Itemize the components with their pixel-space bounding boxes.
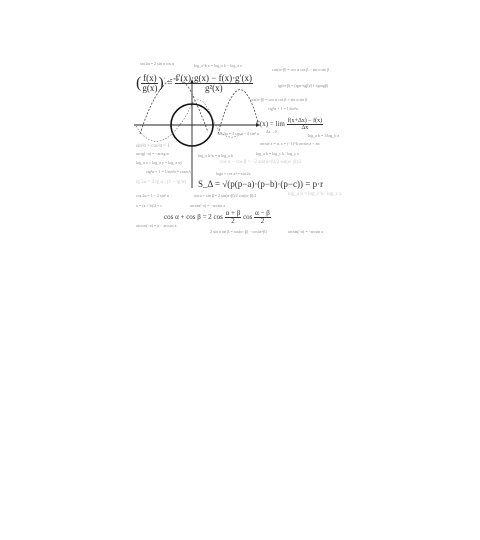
- cos-sum-num-a: α + β: [224, 209, 242, 218]
- formula-heron: S_Δ = √(p(p−a)·(p−b)·(p−c)) = p·r: [198, 179, 324, 189]
- formula-x-sum: x = (a + b)/2 + c: [136, 203, 163, 208]
- formula-ctg-cosec: ctg²α + 1 = 1/sin²α = cosec²α: [146, 169, 193, 174]
- unit-circle: [170, 103, 214, 147]
- formula-arctg-odd: arctg(−α) = −arctg α: [136, 151, 169, 156]
- cos-sum-den-b: 2: [260, 217, 265, 225]
- formula-log-top: log_a^b x = log_a b − log_a x: [194, 63, 243, 68]
- formula-arcsin-odd-bottom: arcsin(−a) = −arcsin a: [288, 229, 324, 234]
- cos-curve: [135, 99, 243, 142]
- formula-log-power: log_a b^n = n log_a b: [198, 153, 233, 158]
- formula-product-sin: 2 sin α sin β = cos(α−β) − cos(α+β): [210, 229, 267, 234]
- x-axis-arrow: [256, 123, 260, 127]
- formula-ctg-identity: ctg²α + 1 = 1/sin²α: [268, 106, 298, 111]
- quotient-equals: =: [167, 77, 173, 88]
- formula-log-fraction: log_a b = log_c b / log_c a: [256, 151, 299, 156]
- quotient-rhs-num: f′(x)·g(x) − f(x)·g′(x): [174, 73, 254, 84]
- sine-curve-right: [217, 89, 259, 135]
- formula-cos-double: cos 2α = 1 − 2 sin² α: [136, 193, 169, 198]
- formula-double-angle: sin 2α = 2 sin α cos α: [140, 61, 175, 66]
- cos-sum-num-b: α − β: [254, 209, 271, 218]
- y-axis-arrow: [190, 79, 194, 84]
- derivative-den: Δx: [301, 125, 309, 131]
- quotient-rhs-den: g²(x): [204, 83, 223, 93]
- quotient-lhs-den: g(x): [142, 83, 158, 93]
- formula-log-sum: log_a x + log_a y = log_a xy: [136, 160, 183, 165]
- derivative-num: f(x+Δx) − f(x): [286, 118, 324, 125]
- formula-pythagorean: sin²α + cos²α = 1: [136, 144, 170, 149]
- cos-sum-den-a: 2: [231, 217, 235, 225]
- formula-arcsin-general: arcsin x = α, x = (−1)^k arcsin a + πn: [260, 141, 320, 146]
- formula-log-fraction-faint: log_a b = log_c b / log_c a: [288, 192, 342, 197]
- formula-log-change: log_a b = 1/log_b a: [308, 133, 340, 138]
- formula-quotient-rule: (f(x)g(x))′ = f′(x)·g(x) − f(x)·g′(x)g²(…: [136, 73, 254, 93]
- formula-tan-sum: tg(α+β) = (tgα+tgβ)/(1−tgαtgβ): [278, 83, 329, 88]
- cos-sum-lhs: cos α + cos β = 2 cos: [164, 213, 223, 222]
- derivative-limit-sub: Δx→0: [266, 129, 277, 134]
- formula-arccos-odd: arccos(−a) = π − arccos a: [136, 223, 177, 228]
- function-graph: [134, 78, 260, 188]
- derivative-lhs: f′(x) = lim: [256, 120, 285, 129]
- formula-derivative: f′(x) = lim f(x+Δx) − f(x)Δx: [256, 118, 324, 131]
- formula-cos-half-diff: cos α − cos β = −2 sin(α+β)/2 sin(α−β)/2: [220, 160, 302, 165]
- formula-tg-double-faint: tg 2α = 2 tg α / (1 − tg²α): [136, 180, 187, 185]
- formula-arcsin-odd: arcsin(−a) = −arcsin a: [190, 203, 226, 208]
- formula-poster: sin 2α = 2 sin α cos α log_a^b x = log_a…: [132, 60, 344, 240]
- formula-log-misc: loga + cos x² = sin 2x: [216, 171, 251, 176]
- formula-sin-triple: sin 3α = 3 sin α − 4 sin³ α: [218, 131, 260, 136]
- formula-cos-diff: cos(α−β) = cos α cos β + sin α sin β: [250, 97, 308, 102]
- cos-sum-cos: cos: [243, 213, 253, 222]
- formula-sin-sum: sin α + sin β = 2 sin(α+β)/2 cos(α−β)/2: [194, 193, 257, 198]
- formula-cos-sum-top: cos(α+β) = cos α cos β − sin α sin β: [272, 67, 330, 72]
- quotient-lhs-num: f(x): [141, 73, 159, 84]
